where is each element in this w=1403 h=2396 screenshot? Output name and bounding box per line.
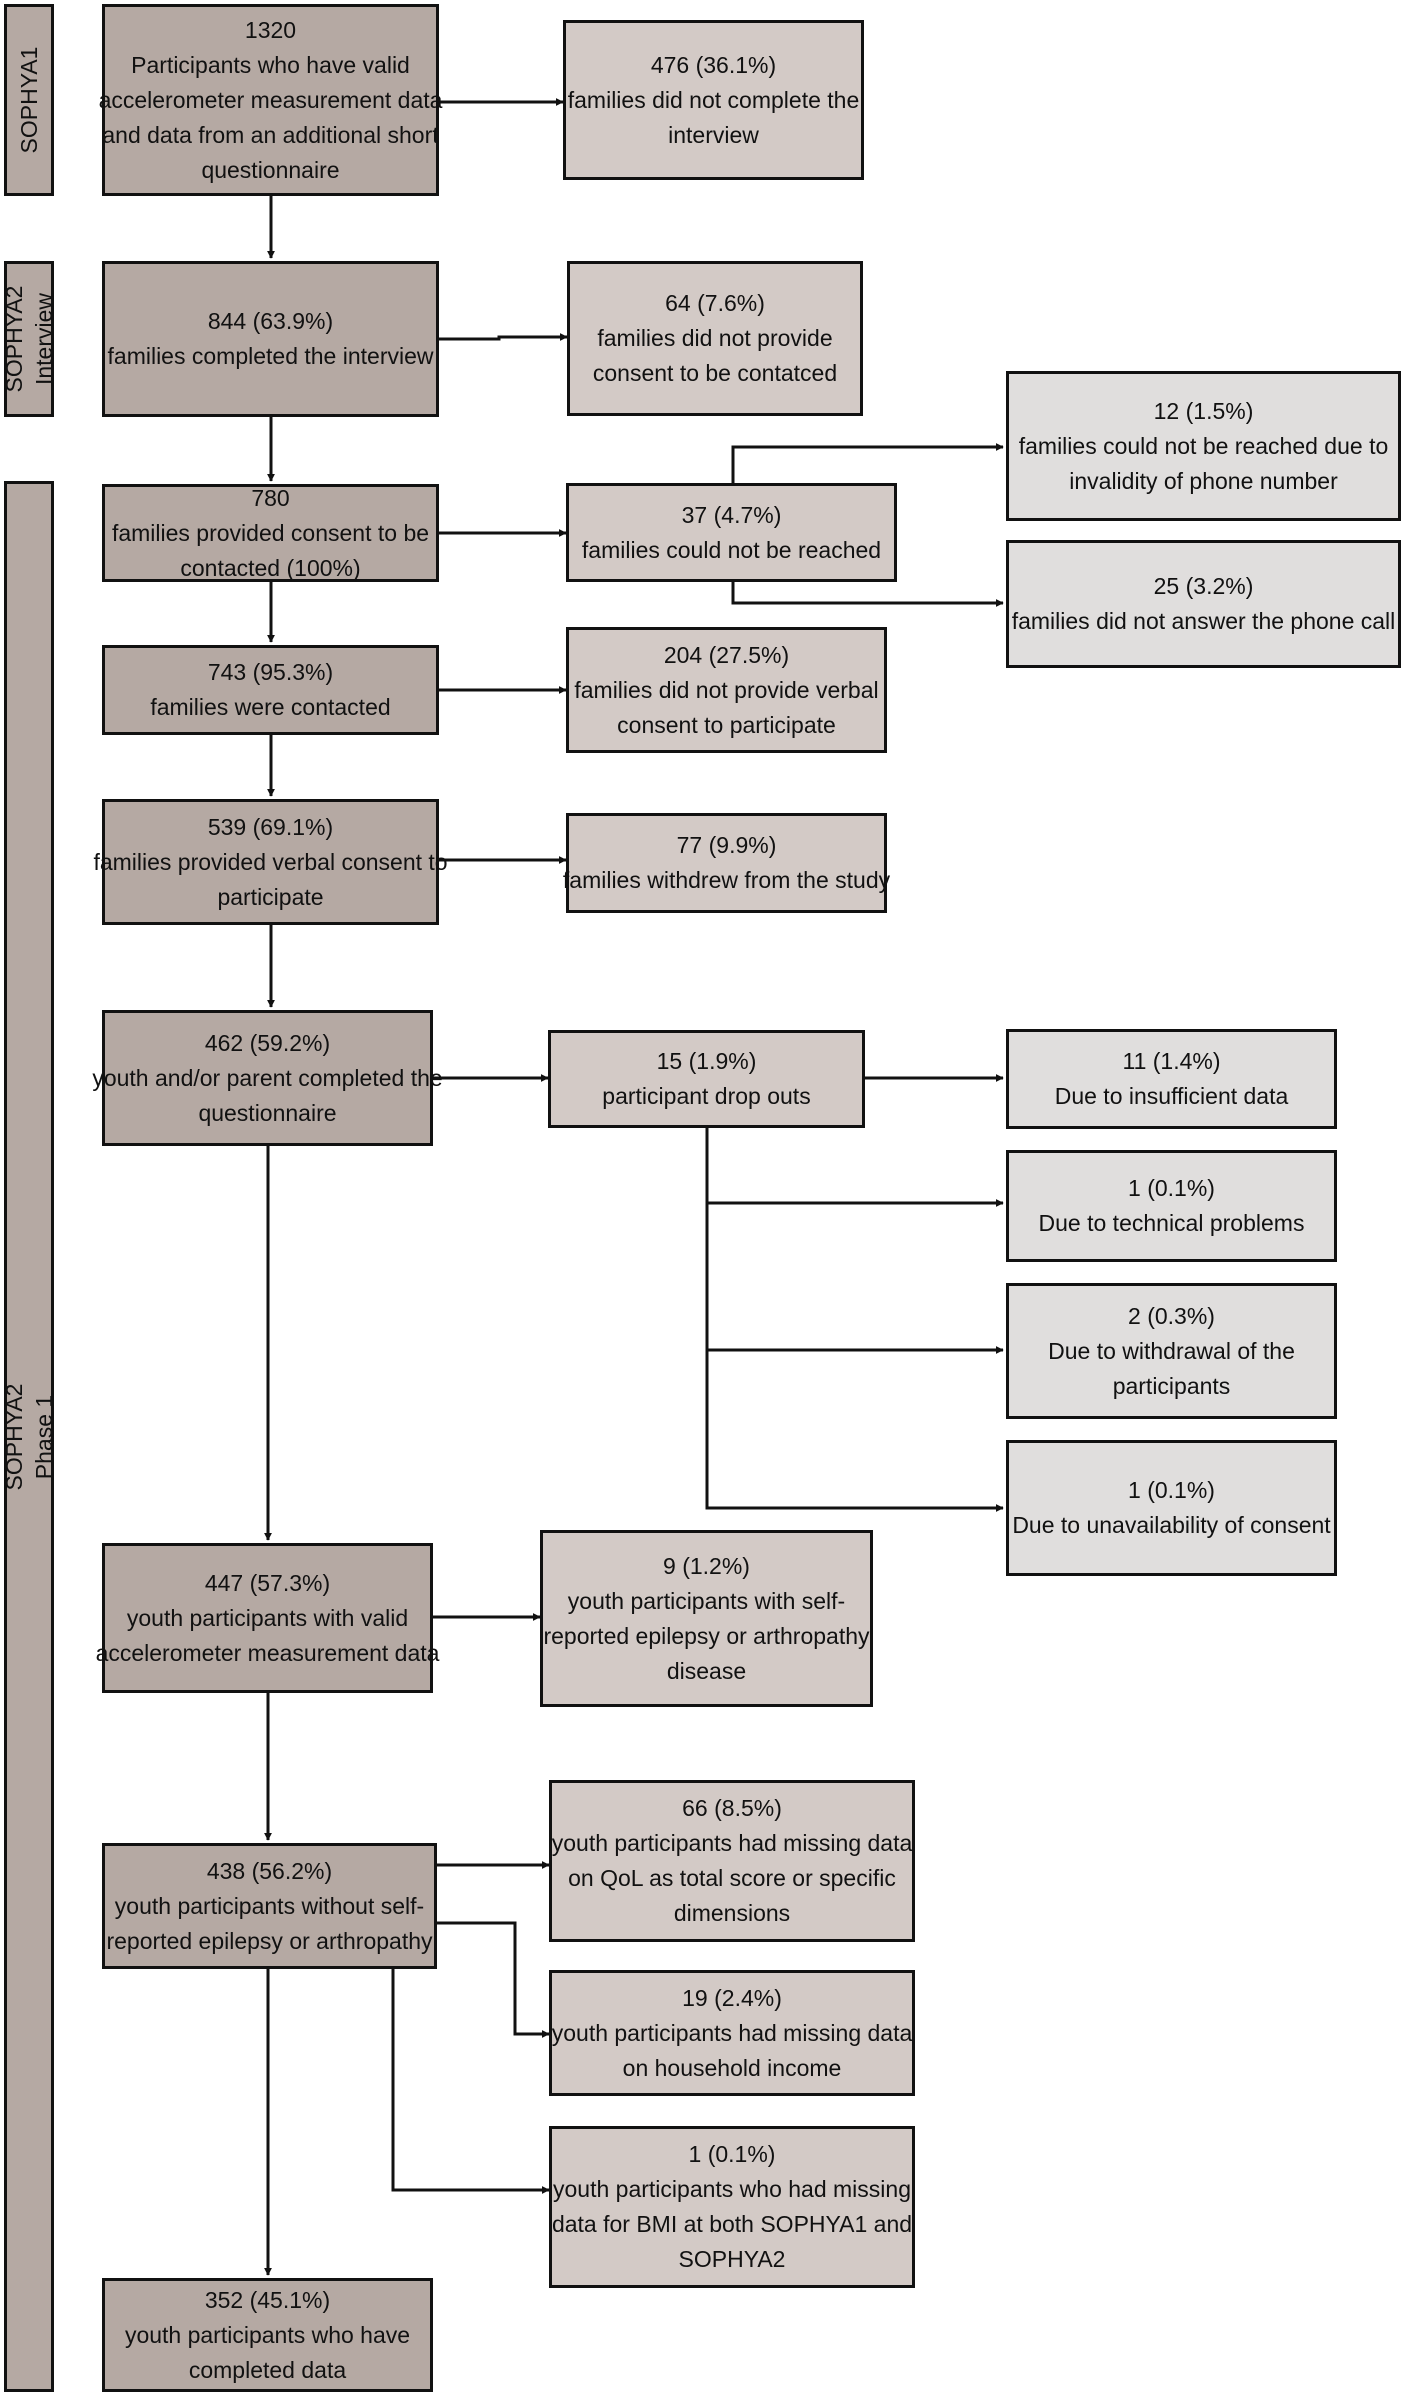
exclusion-box-77: 77 (9.9%) families withdrew from the stu…: [563, 813, 890, 913]
detail-box-1-technical: 1 (0.1%) Due to technical problems: [1006, 1150, 1337, 1262]
phase-label-sophya2-phase1: SOPHYA2 Phase 1: [1, 1383, 57, 1490]
phase-label-sophya2-interview: SOPHYA2 Interview: [1, 285, 57, 393]
phase-bar-sophya2-phase1: SOPHYA2 Phase 1: [1, 481, 57, 2392]
main-box-539: 539 (69.1%) families provided verbal con…: [93, 799, 448, 925]
detail-box-2: 2 (0.3%) Due to withdrawal of the partic…: [1006, 1283, 1337, 1419]
main-box-780: 780 families provided consent to be cont…: [102, 484, 439, 582]
detail-box-25: 25 (3.2%) families did not answer the ph…: [1006, 540, 1401, 668]
exclusion-box-9: 9 (1.2%) youth participants with self- r…: [540, 1530, 873, 1707]
arrow-e6-d4: [705, 1128, 1004, 1512]
main-box-743: 743 (95.3%) families were contacted: [102, 645, 439, 735]
arrow-e3-d1: [731, 443, 1004, 483]
arrow-b8-e9: [437, 1921, 550, 2038]
main-box-1320: 1320 Participants who have valid acceler…: [99, 4, 442, 196]
main-box-447: 447 (57.3%) youth participants with vali…: [96, 1543, 439, 1693]
exclusion-box-1-bmi: 1 (0.1%) youth participants who had miss…: [549, 2126, 915, 2288]
exclusion-box-19: 19 (2.4%) youth participants had missing…: [549, 1970, 915, 2096]
detail-box-12: 12 (1.5%) families could not be reached …: [1006, 371, 1401, 521]
phase-label-sophya1: SOPHYA1: [16, 46, 42, 154]
arrow-b2-e2: [439, 333, 568, 341]
main-box-352: 352 (45.1%) youth participants who have …: [102, 2278, 433, 2392]
phase-bar-sophya1: SOPHYA1: [4, 4, 54, 196]
exclusion-box-15: 15 (1.9%) participant drop outs: [548, 1030, 865, 1128]
exclusion-box-64: 64 (7.6%) families did not provide conse…: [567, 261, 863, 416]
exclusion-box-476: 476 (36.1%) families did not complete th…: [563, 20, 864, 180]
arrow-b8-e10: [391, 1969, 550, 2194]
exclusion-box-37: 37 (4.7%) families could not be reached: [566, 483, 897, 582]
exclusion-box-66: 66 (8.5%) youth participants had missing…: [549, 1780, 915, 1942]
exclusion-box-204: 204 (27.5%) families did not provide ver…: [566, 627, 887, 753]
detail-box-11: 11 (1.4%) Due to insufficient data: [1006, 1029, 1337, 1129]
main-box-462: 462 (59.2%) youth and/or parent complete…: [92, 1010, 443, 1146]
arrow-e3-d2: [731, 582, 1004, 607]
main-box-438: 438 (56.2%) youth participants without s…: [102, 1843, 437, 1969]
detail-box-1-consent: 1 (0.1%) Due to unavailability of consen…: [1006, 1440, 1337, 1576]
phase-bar-sophya2-interview: SOPHYA2 Interview: [1, 261, 57, 417]
main-box-844: 844 (63.9%) families completed the inter…: [102, 261, 439, 417]
